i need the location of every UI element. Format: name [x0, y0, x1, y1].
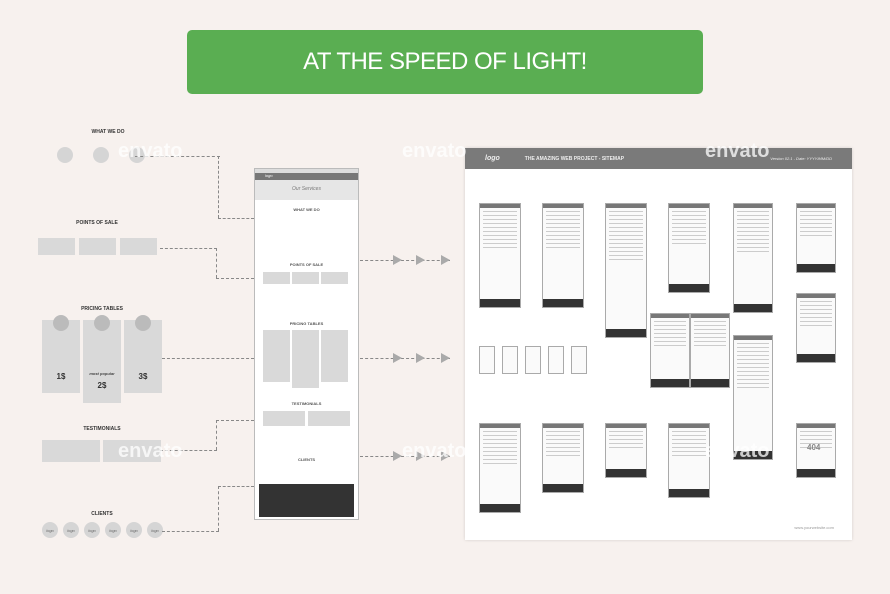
mockup-section-title: PRICING TABLES [289, 321, 324, 326]
browser-bar [255, 169, 358, 173]
sitemap-page [690, 313, 730, 388]
mockup-testimonial [308, 411, 350, 426]
arrow-icon [441, 255, 450, 265]
mockup-section-title: POINTS OF SALE [289, 262, 324, 267]
mockup-testimonial [263, 411, 305, 426]
sitemap-page [796, 203, 836, 273]
mockup-footer [259, 484, 354, 517]
price: 2$ [97, 381, 107, 390]
section-title-points-of-sale: POINTS OF SALE [76, 220, 118, 226]
arrow-icon [393, 255, 402, 265]
social-page [548, 346, 564, 374]
sale-image [38, 238, 75, 255]
watermark: envato [705, 440, 770, 462]
popular-label: most popular [89, 371, 115, 376]
sitemap-page [796, 423, 836, 478]
arrow-icon [416, 255, 425, 265]
social-page [525, 346, 541, 374]
mockup-pricing-card [263, 330, 290, 382]
arrow-icon [416, 353, 425, 363]
testimonial-card [42, 440, 100, 462]
price: 1$ [56, 372, 66, 381]
connector-line [360, 358, 450, 359]
watermark: envato [402, 140, 467, 162]
watermark: envato [118, 140, 183, 162]
pricing-card: 3$ [124, 320, 162, 393]
pricing-icon [135, 315, 151, 331]
section-title-pricing: PRICING TABLES [81, 306, 123, 312]
watermark: envato [705, 140, 770, 162]
sitemap-logo: logo [485, 155, 500, 162]
social-page [571, 346, 587, 374]
sale-image [79, 238, 116, 255]
pricing-icon [94, 315, 110, 331]
page-404: 404 [807, 443, 821, 452]
mockup-section-title: CLIENTS [297, 457, 316, 462]
watermark: envato [118, 440, 183, 462]
connector-line [360, 260, 450, 261]
pricing-icon [53, 315, 69, 331]
section-title-clients: CLIENTS [91, 511, 113, 517]
sitemap-page [479, 203, 521, 308]
client-logo: logo [84, 522, 100, 538]
arrow-icon [393, 451, 402, 461]
arrow-icon [416, 451, 425, 461]
section-title-what-we-do: WHAT WE DO [91, 129, 125, 135]
sitemap-title: THE AMAZING WEB PROJECT - SITEMAP [524, 155, 625, 162]
section-title-testimonials: TESTIMONIALS [83, 426, 121, 432]
sitemap-page [733, 335, 773, 460]
client-logo: logo [42, 522, 58, 538]
client-logo: logo [126, 522, 142, 538]
mockup-hero-title: Our Services [255, 180, 358, 200]
mockup-section-title: WHAT WE DO [293, 207, 320, 212]
mockup-logo: logo [255, 173, 358, 180]
sitemap-page [542, 203, 584, 308]
sitemap-page [668, 423, 710, 498]
sitemap-page [796, 293, 836, 363]
price: 3$ [138, 372, 148, 381]
mockup-pricing-card [321, 330, 348, 382]
pricing-card: 1$ [42, 320, 80, 393]
sitemap-version: Version 02.1 - Date: YYYY/MM/DD [770, 156, 832, 161]
image-placeholder-icon [93, 147, 109, 163]
sitemap-page [479, 423, 521, 513]
mockup-sale-image [263, 272, 290, 284]
connector-line [360, 456, 450, 457]
banner-title: AT THE SPEED OF LIGHT! [187, 30, 703, 94]
arrow-icon [441, 451, 450, 461]
mockup-pricing-card [292, 330, 319, 388]
sale-image [120, 238, 157, 255]
testimonial-card [103, 440, 161, 462]
sitemap-page [605, 423, 647, 478]
arrow-icon [393, 353, 402, 363]
client-logos: logo logo logo logo logo logo [42, 522, 163, 538]
client-logo: logo [105, 522, 121, 538]
arrow-icon [441, 353, 450, 363]
client-logo: logo [63, 522, 79, 538]
pricing-card-popular: most popular 2$ [83, 320, 121, 403]
mockup-sale-image [292, 272, 319, 284]
social-page [479, 346, 495, 374]
sitemap-page [650, 313, 690, 388]
sitemap-url: www.yourwebsite.com [794, 525, 834, 530]
sitemap-page [605, 203, 647, 338]
image-placeholder-icon [129, 147, 145, 163]
sitemap-page [733, 203, 773, 313]
client-logo: logo [147, 522, 163, 538]
mockup-section-title: TESTIMONIALS [291, 401, 322, 406]
image-placeholder-icon [57, 147, 73, 163]
mockup-sale-image [321, 272, 348, 284]
watermark: envato [402, 440, 467, 462]
social-page [502, 346, 518, 374]
sitemap: logo THE AMAZING WEB PROJECT - SITEMAP V… [465, 148, 852, 540]
sitemap-page [542, 423, 584, 493]
sitemap-page [668, 203, 710, 293]
